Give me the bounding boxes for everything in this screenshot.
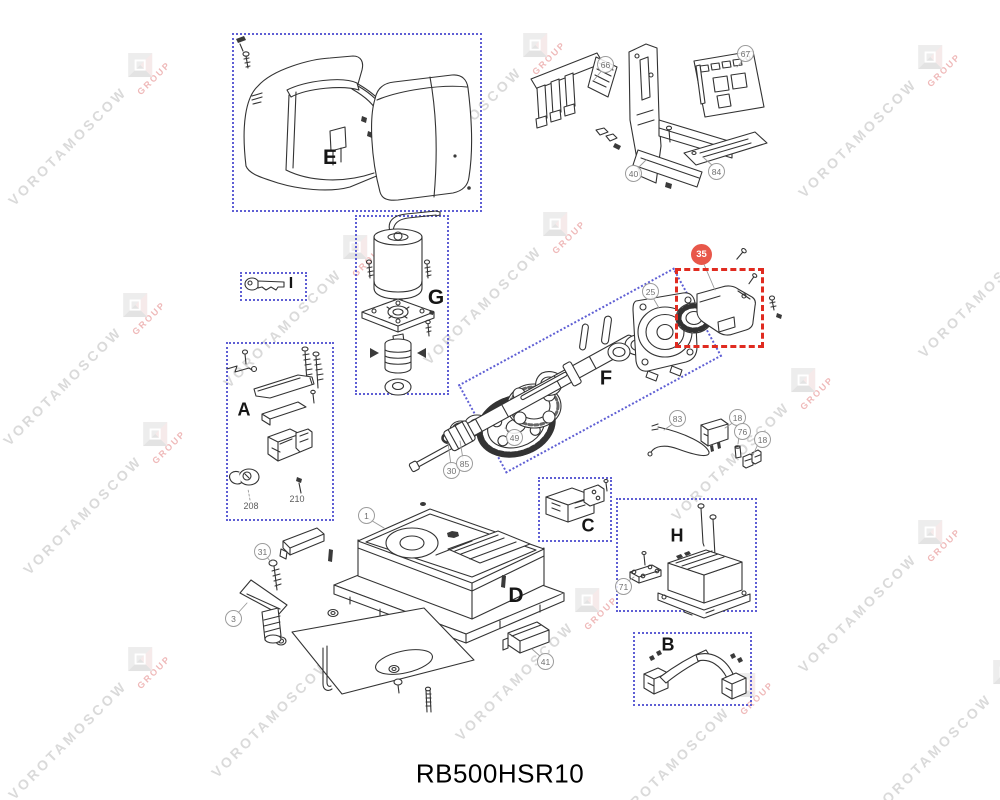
callout-41: 41 <box>537 653 554 670</box>
section-label-a: A <box>237 399 251 420</box>
callout-84: 84 <box>708 163 725 180</box>
section-label-g: G <box>427 286 445 309</box>
watermark-text: VOROTAMOSCOW <box>19 452 145 578</box>
page-title: RB500HSR10 <box>415 758 585 789</box>
callout-208: 208 <box>243 501 259 511</box>
group-box-a <box>226 342 334 521</box>
callout-76: 76 <box>734 423 751 440</box>
callout-85: 85 <box>456 455 473 472</box>
callout-25: 25 <box>642 283 659 300</box>
watermark-text: VOROTAMOSCOW <box>794 550 920 676</box>
watermark-diamond-logo-icon <box>523 32 548 57</box>
watermark-diamond-logo-icon <box>543 211 568 236</box>
watermark-diamond-logo-icon <box>791 367 816 392</box>
callout-49: 49 <box>506 429 523 446</box>
callout-3: 3 <box>225 610 242 627</box>
group-box-i <box>240 272 307 301</box>
section-label-b: B <box>661 634 675 655</box>
section-label-f: F <box>599 367 613 390</box>
watermark-diamond-logo-icon <box>993 659 1000 684</box>
watermark-diamond-logo-icon <box>575 587 600 612</box>
group-box-h <box>616 498 757 612</box>
watermark-diamond-logo-icon <box>128 646 153 671</box>
section-label-h: H <box>670 525 684 546</box>
callout-1: 1 <box>358 507 375 524</box>
section-label-i: I <box>288 275 294 292</box>
callout-35-highlight: 35 <box>691 244 712 265</box>
watermark-text: VOROTAMOSCOW <box>914 235 1000 361</box>
watermark-text: VOROTAMOSCOW <box>4 677 130 800</box>
watermark-text: VOROTAMOSCOW <box>869 690 995 800</box>
callout-66: 66 <box>597 56 614 73</box>
watermark-diamond-logo-icon <box>331 624 356 649</box>
group-box-b <box>633 632 752 706</box>
watermark-text: VOROTAMOSCOW <box>451 618 577 744</box>
callout-40: 40 <box>625 165 642 182</box>
watermark-diamond-logo-icon <box>128 52 153 77</box>
watermark-text: VOROTAMOSCOW <box>607 703 733 800</box>
watermark-diamond-logo-icon <box>918 519 943 544</box>
callout-83: 83 <box>669 410 686 427</box>
section-label-d: D <box>508 584 524 607</box>
group-box-c <box>538 477 612 542</box>
section-label-c: C <box>581 515 595 536</box>
watermark-diamond-logo-icon <box>918 44 943 69</box>
watermark-text: VOROTAMOSCOW <box>794 75 920 201</box>
callout-210: 210 <box>289 494 305 504</box>
section-label-e: E <box>322 146 338 169</box>
callout-31: 31 <box>254 543 271 560</box>
watermark-diamond-logo-icon <box>123 292 148 317</box>
watermark-text: VOROTAMOSCOW <box>207 655 333 781</box>
group-box-e <box>232 33 482 212</box>
highlight-box-35 <box>675 268 764 348</box>
watermark-text: VOROTAMOSCOW <box>0 323 125 449</box>
watermark-text: VOROTAMOSCOW <box>4 83 130 209</box>
callout-67: 67 <box>737 45 754 62</box>
callout-18-clip: 18 <box>754 431 771 448</box>
watermark-diamond-logo-icon <box>143 421 168 446</box>
callout-71: 71 <box>615 578 632 595</box>
